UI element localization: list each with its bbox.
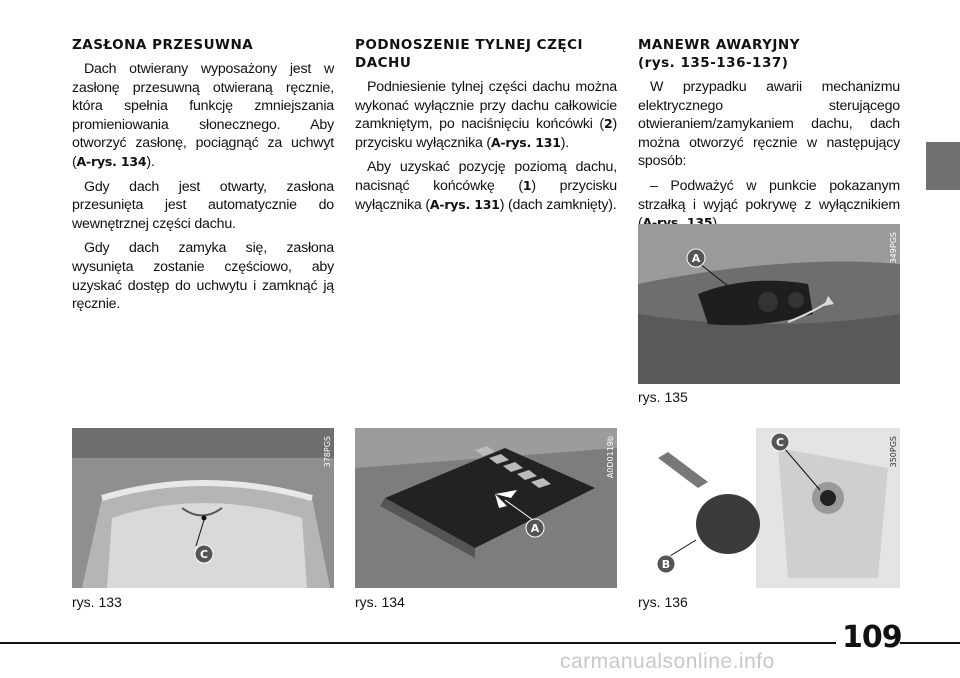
figure-ref: 2 [603, 116, 613, 132]
figure-code: 350PGS [889, 436, 898, 468]
text: Aby uzyskać pozycję poziomą dachu, nacis… [355, 159, 617, 194]
column-emergency: MANEWR AWARYJNY (rys. 135-136-137) W przy… [638, 36, 900, 239]
watermark: carmanualsonline.info [560, 650, 775, 673]
paragraph: Aby uzyskać pozycję poziomą dachu, nacis… [355, 158, 617, 214]
paren: ( [638, 55, 645, 71]
caption-134: rys. 134 [355, 594, 405, 610]
figure-135: A 349PGS [638, 224, 900, 384]
figure-ref: A-rys. 131 [429, 196, 500, 212]
figure-133: C 378PGS [72, 428, 334, 588]
figure-133-label: C [200, 548, 208, 561]
page-number: 109 [842, 620, 903, 655]
paragraph: Gdy dach jest otwarty, zasłona przesunię… [72, 178, 334, 232]
figure-133-illustration: C [72, 428, 334, 588]
paren: ) [781, 55, 789, 71]
heading-sliding-shade: ZASŁONA PRZESUWNA [72, 37, 254, 53]
section-tab [926, 142, 960, 190]
figure-136-label-b: B [662, 558, 670, 571]
text: ) przycisku wyłącznika ( [355, 116, 617, 151]
footer-rule-right [900, 642, 960, 644]
figure-134-illustration: A [355, 428, 617, 588]
text: Dach otwierany wyposażony jest w zasłonę… [72, 61, 334, 170]
figure-135-label: A [692, 252, 701, 265]
text: Podniesienie tylnej części dachu można w… [355, 79, 617, 133]
heading-text: MANEWR AWARYJNY [638, 37, 800, 53]
figure-136: C B 350PGS [638, 428, 900, 588]
footer-rule [0, 642, 836, 644]
paragraph: Dach otwierany wyposażony jest w zasłonę… [72, 60, 334, 172]
text: – Podważyć w punkcie pokazanym strzałką … [638, 177, 900, 231]
caption-136: rys. 136 [638, 594, 688, 610]
text: ). [712, 215, 720, 231]
heading-rear-lift: PODNOSZENIE TYLNEJ CZĘCI DACHU [355, 37, 584, 71]
figure-ref: 1 [522, 177, 532, 193]
figure-134-label: A [531, 522, 540, 535]
figure-code: 378PGS [323, 436, 332, 468]
caption-135: rys. 135 [638, 389, 688, 405]
text: ). [146, 153, 155, 170]
column-rear-lift: PODNOSZENIE TYLNEJ CZĘCI DACHU Podniesie… [355, 36, 617, 220]
figure-135-illustration: A [638, 224, 900, 384]
text: ) (dach zamknięty). [499, 196, 617, 213]
figure-code: A0D0119b [606, 436, 615, 479]
paragraph: W przypadku awarii mechanizmu elektryczn… [638, 79, 900, 170]
heading-emergency: MANEWR AWARYJNY (rys. 135-136-137) [638, 36, 900, 72]
figure-code: 349PGS [889, 232, 898, 264]
paragraph: Podniesienie tylnej części dachu można w… [355, 78, 617, 152]
text: ) przycisku wyłącznika ( [355, 177, 617, 213]
subheading: (rys. 135-136-137) [638, 55, 788, 71]
figure-ref: A-rys. 134 [76, 153, 147, 169]
figure-136-label-c: C [776, 436, 784, 449]
figure-134: A A0D0119b [355, 428, 617, 588]
text: ). [560, 134, 570, 151]
figure-ref: rys. 135-136-137 [644, 55, 782, 71]
figure-ref: A-rys. 131 [490, 134, 561, 150]
column-sliding-shade: ZASŁONA PRZESUWNA Dach otwierany wyposaż… [72, 36, 334, 320]
figure-136-illustration: C B [638, 428, 900, 588]
caption-133: rys. 133 [72, 594, 122, 610]
paragraph: Gdy dach zamyka się, zasłona wysunięta z… [72, 240, 334, 313]
